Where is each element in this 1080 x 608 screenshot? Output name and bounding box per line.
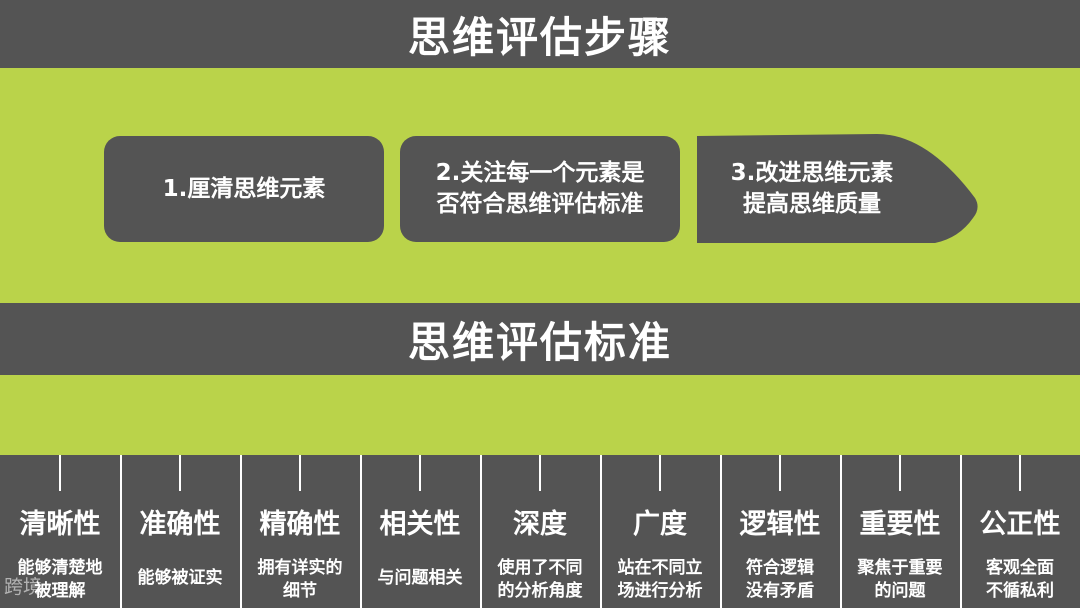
step-2-line-2: 否符合思维评估标准: [436, 191, 644, 217]
criterion-precision: 精确性 拥有详实的 细节: [240, 455, 360, 608]
criterion-desc-line: 没有矛盾: [746, 581, 814, 601]
criterion-tick: [1019, 455, 1021, 491]
criterion-desc: 站在不同立 场进行分析: [602, 557, 718, 603]
criterion-desc: 聚焦于重要 的问题: [842, 557, 958, 603]
criteria-band: [0, 375, 1080, 455]
criterion-tick: [659, 455, 661, 491]
criterion-tick: [779, 455, 781, 491]
criterion-desc-line: 与问题相关: [377, 568, 463, 588]
step-card-3-arrow-shape: [697, 134, 978, 243]
criterion-name: 重要性: [859, 509, 941, 540]
criterion-desc-line: 被理解: [34, 581, 86, 601]
step-1-line-1: 1.厘清思维元素: [162, 175, 326, 202]
criterion-relevance: 相关性 与问题相关: [360, 455, 480, 608]
criterion-tick: [179, 455, 181, 491]
criterion-desc: 拥有详实的 细节: [242, 557, 358, 603]
criterion-name: 精确性: [259, 509, 341, 540]
criterion-desc-line: 客观全面: [986, 558, 1054, 578]
criterion-tick: [899, 455, 901, 491]
criterion-tick: [539, 455, 541, 491]
criterion-desc: 与问题相关: [362, 567, 478, 590]
criterion-name: 深度: [513, 509, 567, 540]
criterion-desc-line: 站在不同立: [617, 558, 703, 578]
criterion-tick: [299, 455, 301, 491]
watermark: 跨境: [4, 576, 43, 598]
criterion-name: 广度: [633, 509, 687, 540]
step-card-3: 3.改进思维元素 提高思维质量: [697, 134, 927, 243]
criterion-name: 清晰性: [19, 509, 101, 540]
criterion-logic: 逻辑性 符合逻辑 没有矛盾: [720, 455, 840, 608]
criterion-desc: 客观全面 不循私利: [962, 557, 1078, 603]
criterion-desc: 能够被证实: [122, 567, 238, 590]
criterion-name: 相关性: [379, 509, 461, 540]
criteria-row: 清晰性 能够清楚地 被理解 准确性 能够被证实 精确性 拥有详实的 细节 相关性…: [0, 455, 1080, 608]
steps-title: 思维评估步骤: [407, 12, 672, 62]
criterion-desc: 符合逻辑 没有矛盾: [722, 557, 838, 603]
step-3-line-1: 3.改进思维元素: [730, 159, 894, 186]
criterion-desc-line: 拥有详实的: [257, 558, 343, 578]
criterion-desc-line: 场进行分析: [617, 581, 703, 601]
criterion-significance: 重要性 聚焦于重要 的问题: [840, 455, 960, 608]
criterion-name: 准确性: [139, 509, 221, 540]
criterion-depth: 深度 使用了不同 的分析角度: [480, 455, 600, 608]
criterion-desc-line: 不循私利: [986, 581, 1054, 601]
criterion-desc-line: 聚焦于重要: [857, 558, 943, 578]
criterion-desc-line: 的问题: [874, 581, 926, 601]
criterion-accuracy: 准确性 能够被证实: [120, 455, 240, 608]
criterion-desc: 能够清楚地 被理解: [2, 557, 118, 603]
steps-header: 思维评估步骤: [0, 0, 1080, 68]
criterion-desc-line: 细节: [283, 581, 317, 601]
criterion-clarity: 清晰性 能够清楚地 被理解: [0, 455, 120, 608]
step-card-2: 2.关注每一个元素是 否符合思维评估标准: [400, 136, 680, 242]
criterion-tick: [59, 455, 61, 491]
criterion-desc-line: 符合逻辑: [746, 558, 814, 578]
criterion-desc-line: 能够被证实: [137, 568, 223, 588]
criteria-title: 思维评估标准: [407, 317, 672, 367]
criteria-header: 思维评估标准: [0, 303, 1080, 375]
criterion-desc-line: 能够清楚地: [17, 558, 103, 578]
criterion-desc-line: 使用了不同: [497, 558, 583, 578]
step-2-line-1: 2.关注每一个元素是: [435, 160, 645, 186]
step-3-line-2: 提高思维质量: [743, 190, 881, 217]
criterion-desc: 使用了不同 的分析角度: [482, 557, 598, 603]
step-card-1: 1.厘清思维元素: [104, 136, 384, 242]
criterion-breadth: 广度 站在不同立 场进行分析: [600, 455, 720, 608]
criterion-desc-line: 的分析角度: [497, 581, 583, 601]
criterion-tick: [419, 455, 421, 491]
criterion-name: 公正性: [979, 509, 1061, 540]
criterion-fairness: 公正性 客观全面 不循私利: [960, 455, 1080, 608]
criterion-name: 逻辑性: [739, 509, 821, 540]
